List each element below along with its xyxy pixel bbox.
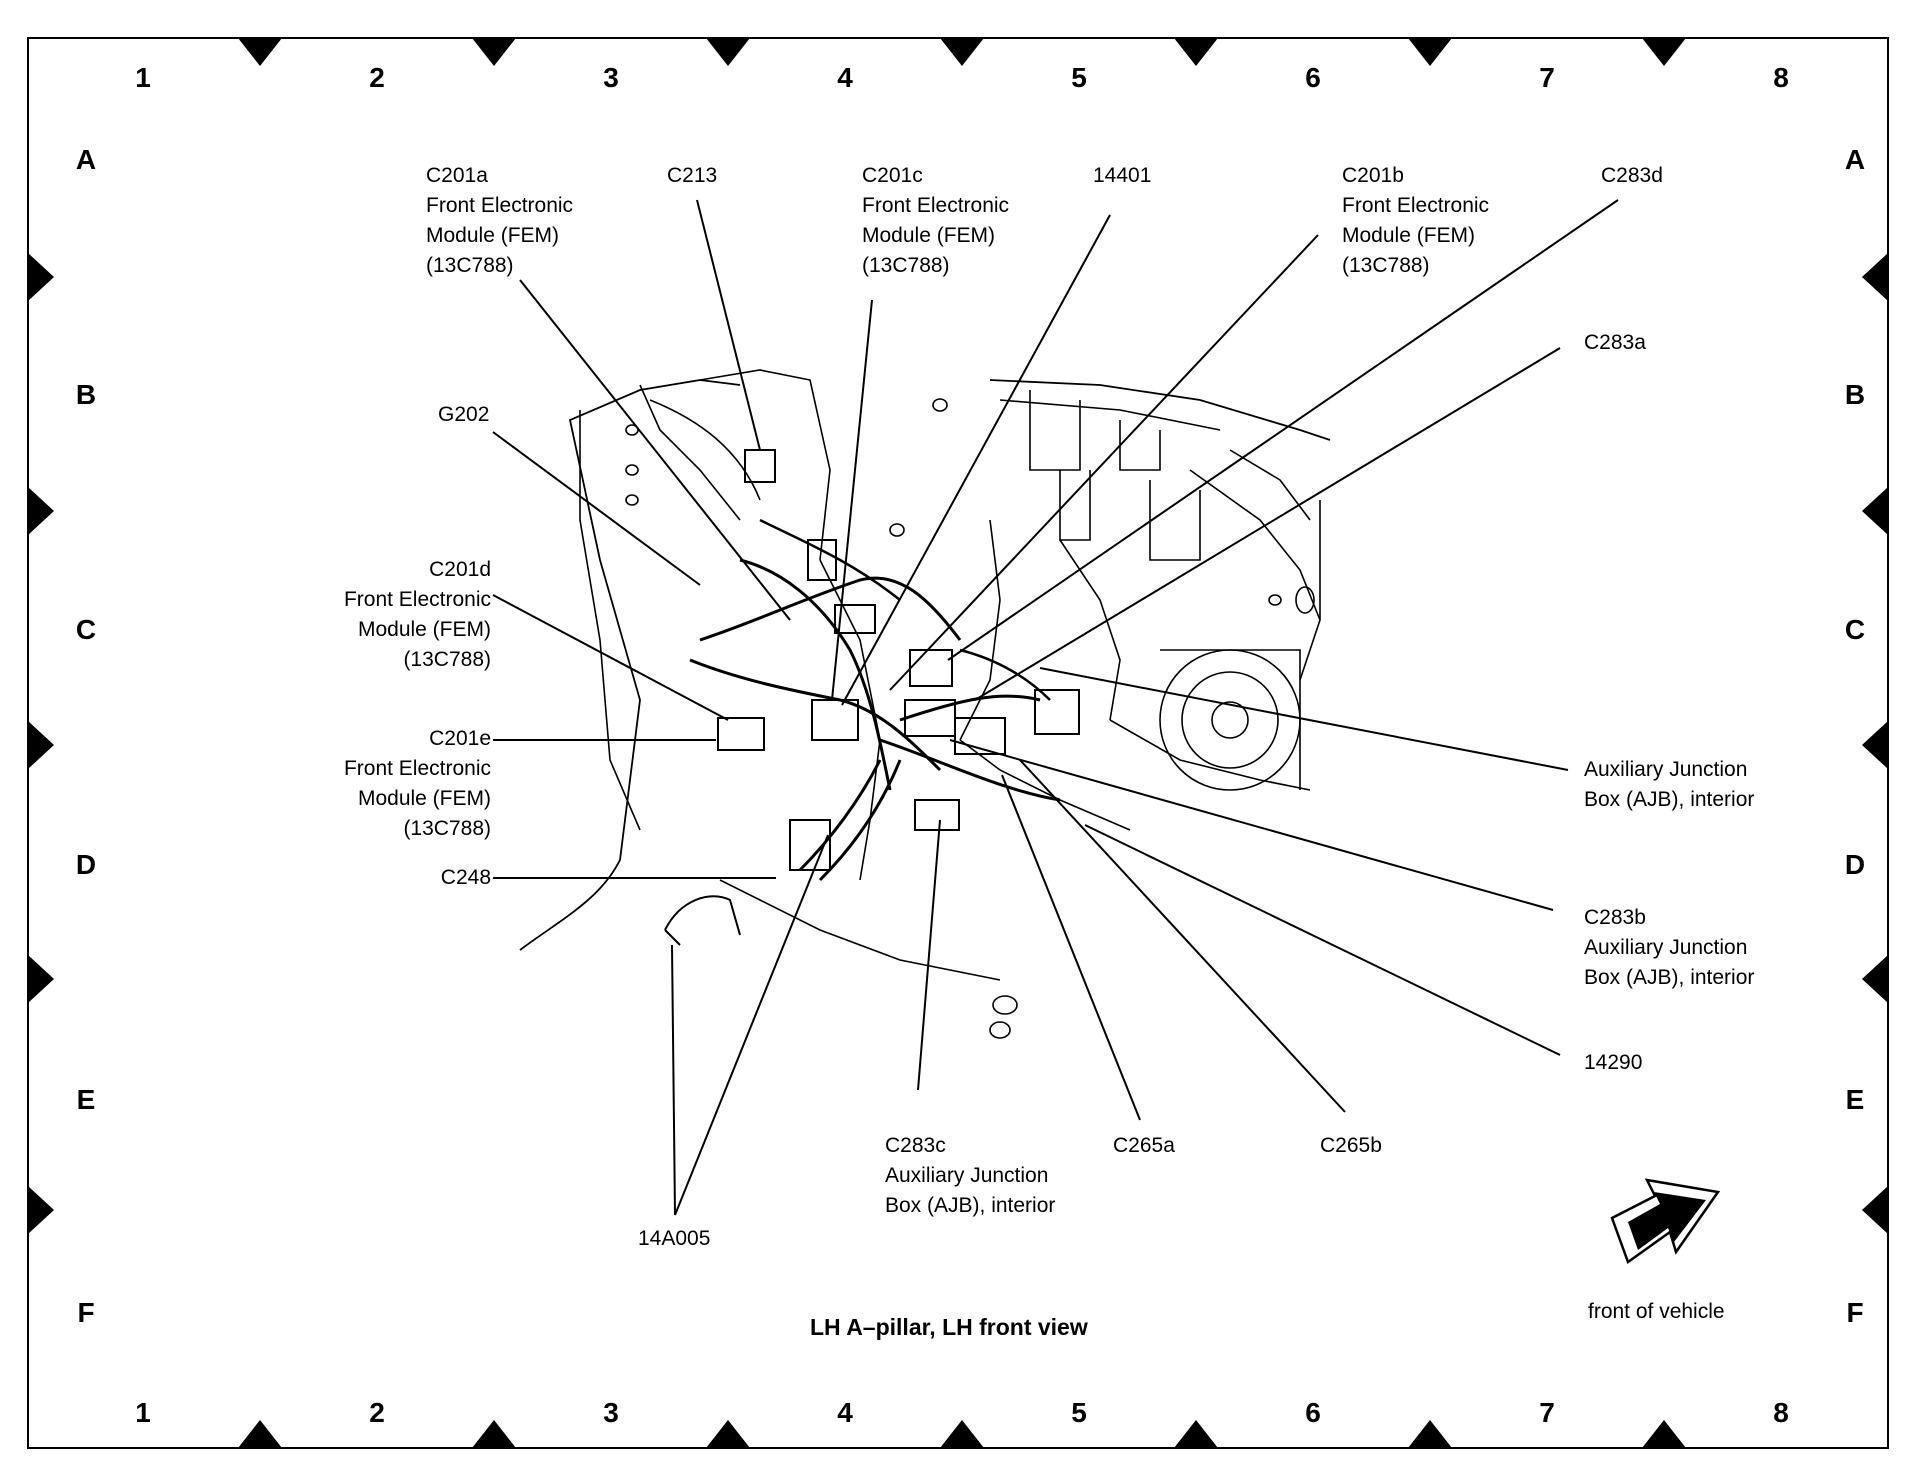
grid-marker-top [706, 38, 750, 66]
grid-column-label-top: 8 [1773, 62, 1789, 93]
diagram-caption: LH A–pillar, LH front view [810, 1314, 1088, 1340]
leader-lines [492, 199, 1619, 1216]
grid-column-label-bottom: 4 [837, 1397, 853, 1428]
grid-marker-bottom [940, 1420, 984, 1448]
grid-column-label-top: 7 [1539, 62, 1555, 93]
grid-marker-right [1862, 487, 1888, 535]
grid-row-label-right: F [1846, 1297, 1864, 1328]
grid-column-label-bottom: 1 [135, 1397, 151, 1428]
callout-14a005: 14A005 [638, 1227, 711, 1250]
grid-row-label-right: C [1844, 614, 1866, 645]
grid-marker-left [28, 1186, 54, 1234]
grid-column-label-top: 2 [369, 62, 385, 93]
grid-row-label-left: A [75, 144, 97, 175]
component-illustration [519, 369, 1331, 1039]
grid-marker-bottom [1174, 1420, 1218, 1448]
grid-marker-bottom [472, 1420, 516, 1448]
grid-markers [28, 38, 1888, 1448]
grid-marker-left [28, 253, 54, 301]
grid-column-label-bottom: 8 [1773, 1397, 1789, 1428]
grid-marker-top [1174, 38, 1218, 66]
grid-marker-bottom [1642, 1420, 1686, 1448]
grid-column-label-top: 6 [1305, 62, 1321, 93]
grid-marker-left [28, 955, 54, 1003]
grid-marker-left [28, 487, 54, 535]
grid-row-label-right: A [1844, 144, 1866, 175]
grid-row-label-left: F [77, 1297, 95, 1328]
callout-g202: G202 [438, 403, 490, 426]
grid-marker-right [1862, 1186, 1888, 1234]
grid-column-label-top: 5 [1071, 62, 1087, 93]
grid-row-label-left: E [76, 1084, 96, 1115]
grid-marker-top [472, 38, 516, 66]
grid-marker-top [1408, 38, 1452, 66]
grid-column-label-bottom: 2 [369, 1397, 385, 1428]
grid-marker-left [28, 721, 54, 769]
front-of-vehicle-arrow [1610, 1178, 1721, 1264]
grid-row-label-left: B [75, 379, 97, 410]
grid-marker-bottom [1408, 1420, 1452, 1448]
grid-column-label-bottom: 7 [1539, 1397, 1555, 1428]
grid-row-label-right: E [1845, 1084, 1865, 1115]
callout-c265a: C265a [1113, 1134, 1175, 1157]
grid-column-label-top: 1 [135, 62, 151, 93]
grid-column-label-top: 3 [603, 62, 619, 93]
callout-14401: 14401 [1093, 164, 1152, 187]
grid-column-label-top: 4 [837, 62, 853, 93]
grid-marker-bottom [706, 1420, 750, 1448]
grid-row-label-right: D [1844, 849, 1866, 880]
grid-marker-top [940, 38, 984, 66]
grid-marker-bottom [238, 1420, 282, 1448]
grid-marker-right [1862, 721, 1888, 769]
grid-row-label-left: D [75, 849, 97, 880]
grid-column-label-bottom: 6 [1305, 1397, 1321, 1428]
callout-c283d: C283d [1601, 164, 1663, 187]
grid-marker-top [1642, 38, 1686, 66]
callout-c248: C248 [440, 866, 491, 889]
orientation-note: front of vehicle [1588, 1300, 1725, 1323]
grid-row-label-left: C [75, 614, 97, 645]
grid-marker-top [238, 38, 282, 66]
grid-column-label-bottom: 5 [1071, 1397, 1087, 1428]
grid-marker-right [1862, 955, 1888, 1003]
callout-c213: C213 [667, 164, 718, 187]
callout-c283a: C283a [1584, 331, 1646, 354]
callout-14290: 14290 [1584, 1051, 1643, 1074]
grid-row-label-right: B [1844, 379, 1866, 410]
grid-marker-right [1862, 253, 1888, 301]
callout-c265b: C265b [1320, 1134, 1382, 1157]
grid-column-label-bottom: 3 [603, 1397, 619, 1428]
